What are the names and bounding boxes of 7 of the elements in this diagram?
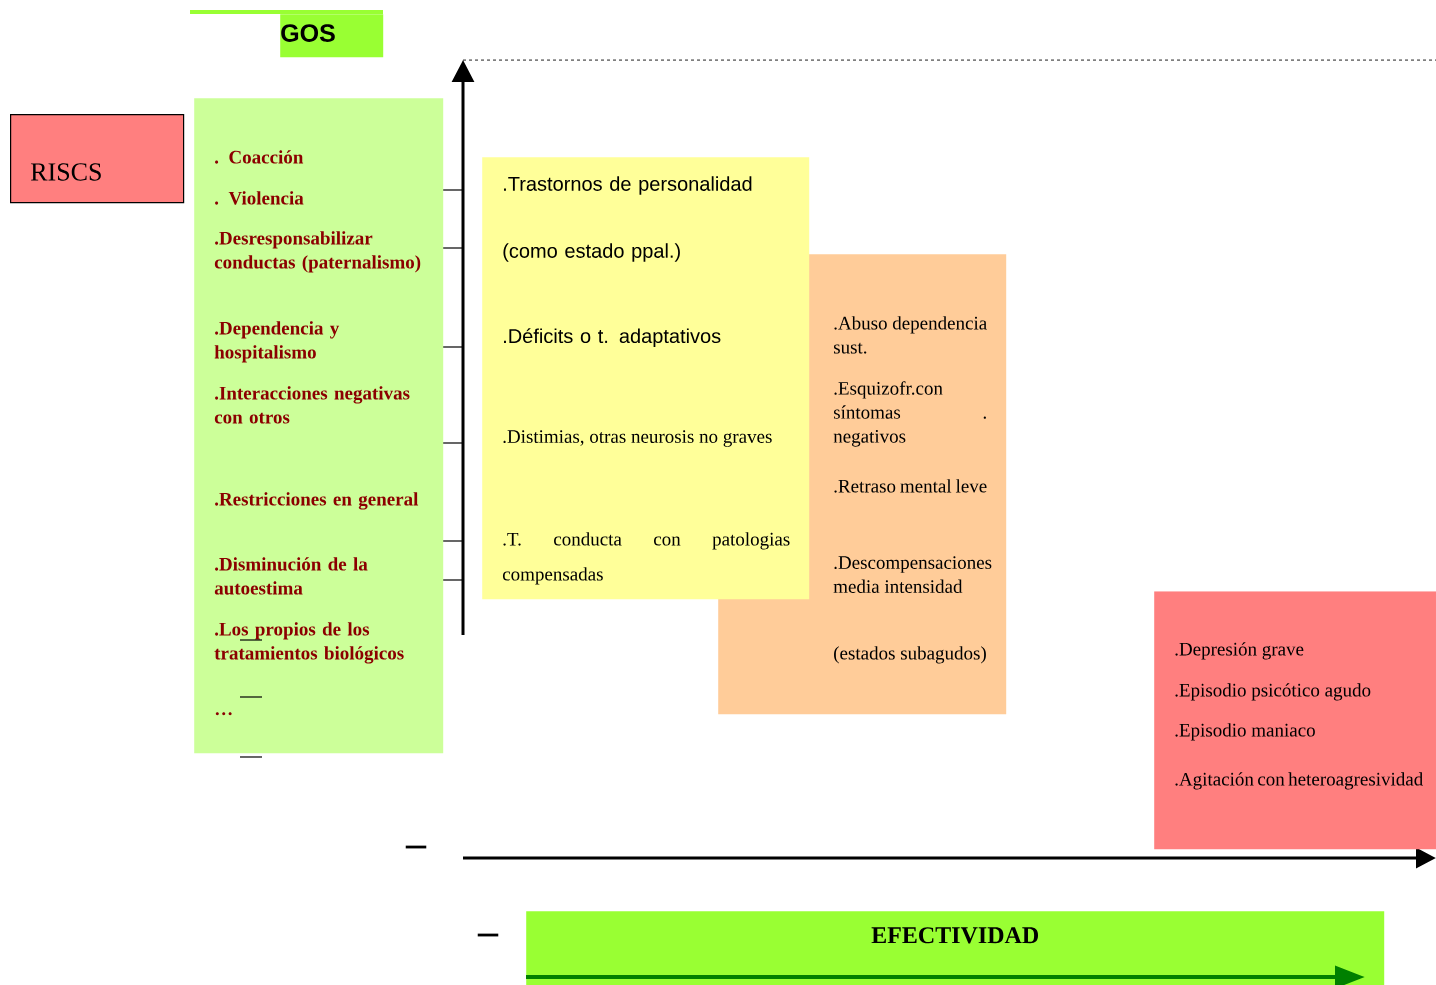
axis-title-box: EFECTIVIDAD [526, 911, 1385, 985]
risk-box: RISCS [10, 114, 185, 204]
node-label: GOS [281, 24, 335, 42]
risk-list-box: . Coacción . Violencia .Desresponsabilizar conductas (paternalismo) .Dependencia y hospitalismo .Interacciones negativas con otros .Restricciones en general .Disminución de la autoestima .Los propios de los tratamientos biológicos … [194, 98, 444, 754]
disorder-box: .Depresión grave .Episodio psicótico agudo .Episodio maniaco .Agitación con heteroagresividad [1154, 591, 1436, 850]
minus-sign: – [405, 845, 427, 849]
disorder-box: .Trastornos de personalidad (como estado ppal.) .Déficits o t. adaptativos .Distimias, otras neurosis no graves .T. conducta con patologias compensadas [482, 157, 810, 600]
